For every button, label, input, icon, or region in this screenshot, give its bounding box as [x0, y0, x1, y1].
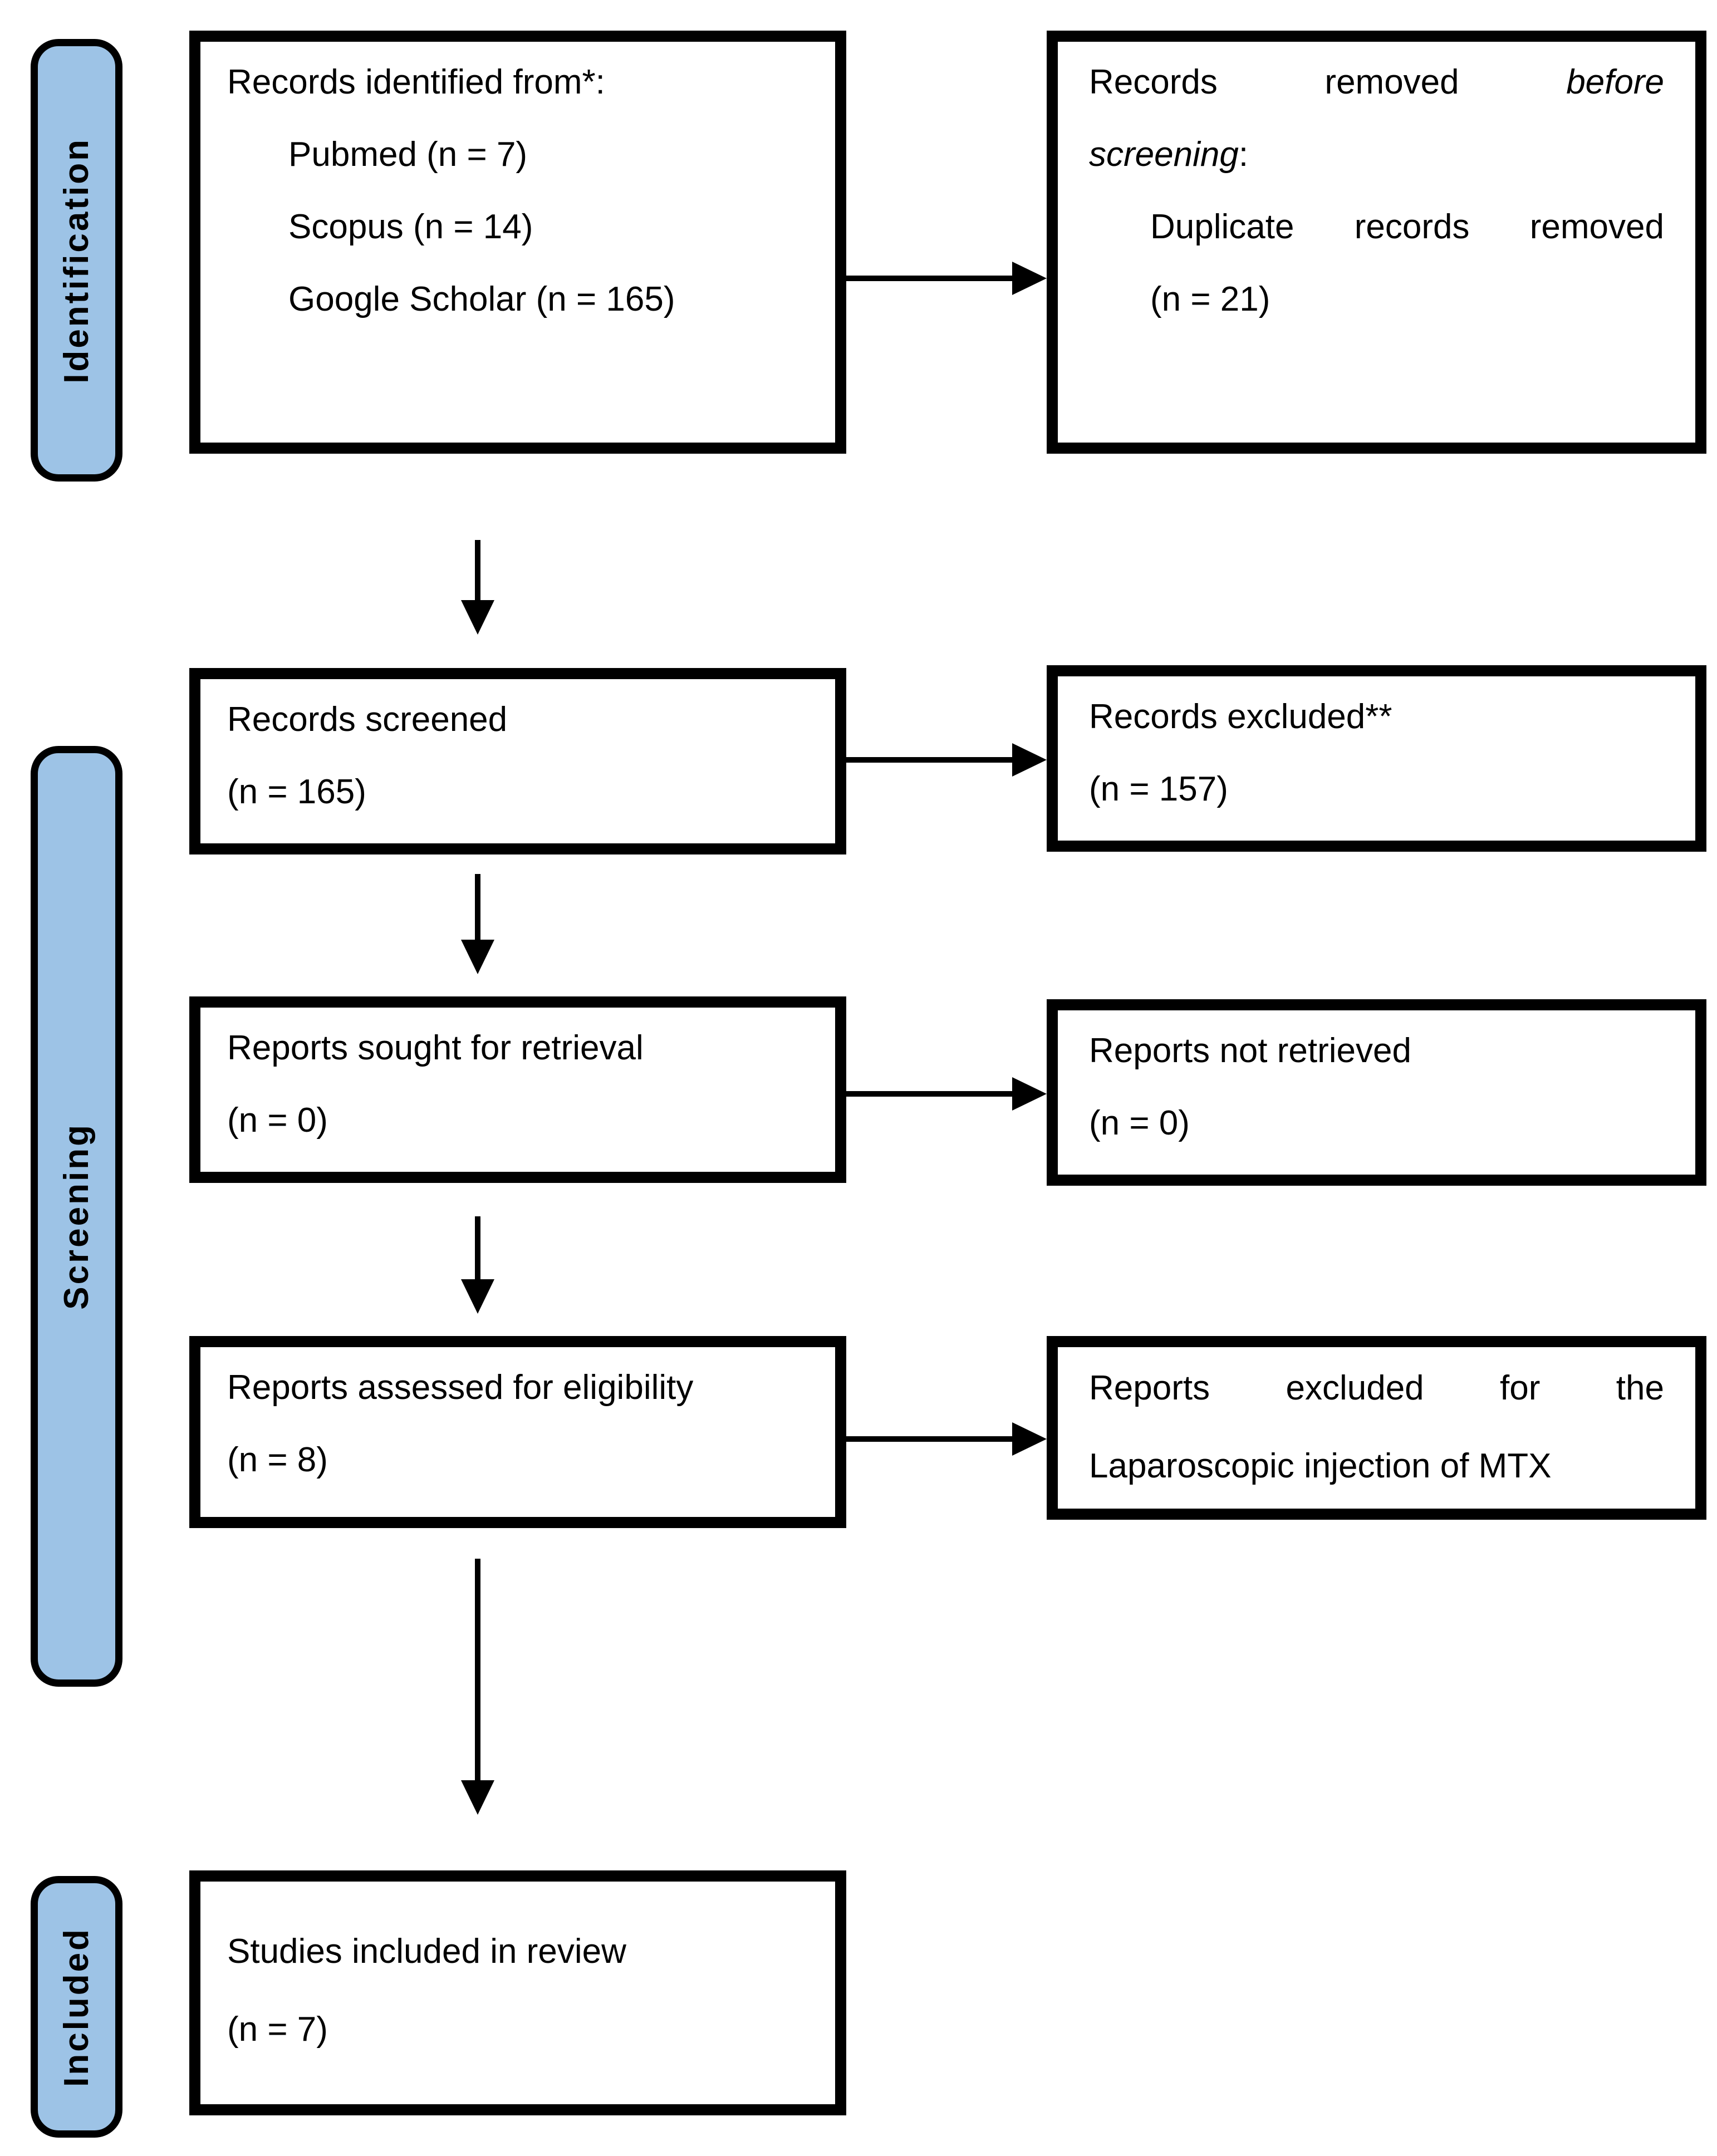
duplicate-word: records	[1354, 208, 1470, 246]
records-removed-line1: Records removed before	[1089, 46, 1664, 119]
duplicate-records-removed-line: Duplicate records removed	[1150, 191, 1664, 263]
stage-bar-included: Included	[31, 1876, 122, 2138]
records-identified-scopus: Scopus (n = 14)	[288, 208, 533, 246]
mtx-word: Reports	[1089, 1369, 1210, 1407]
arrow-sought-to-not-retrieved	[846, 1091, 1012, 1097]
box-records-excluded: Records excluded** (n = 157)	[1047, 665, 1706, 852]
duplicate-word: Duplicate	[1150, 208, 1294, 246]
arrow-screened-to-sought	[475, 874, 480, 940]
stage-label-identification: Identification	[57, 137, 96, 384]
arrow-identified-to-screened	[475, 540, 480, 600]
stage-label-screening: Screening	[57, 1123, 96, 1310]
records-removed-word: Records	[1089, 63, 1218, 101]
arrow-sought-to-assessed	[475, 1216, 480, 1279]
reports-excluded-mtx-line1: Reports excluded for the	[1089, 1349, 1664, 1427]
arrow-assessed-to-included	[475, 1559, 480, 1780]
box-reports-not-retrieved: Reports not retrieved (n = 0)	[1047, 999, 1706, 1186]
studies-included-label: Studies included in review	[227, 1932, 626, 1971]
records-removed-word: removed	[1324, 63, 1459, 101]
stage-label-included: Included	[57, 1927, 96, 2087]
records-screened-count: (n = 165)	[227, 773, 366, 811]
studies-included-count: (n = 7)	[227, 2010, 328, 2049]
box-studies-included: Studies included in review (n = 7)	[189, 1870, 846, 2115]
stage-bar-screening: Screening	[31, 746, 122, 1687]
stage-bar-identification: Identification	[31, 39, 122, 482]
box-records-screened: Records screened (n = 165)	[189, 668, 846, 854]
records-identified-title: Records identified from*:	[227, 63, 605, 101]
reports-not-retrieved-count: (n = 0)	[1089, 1104, 1190, 1142]
box-reports-excluded-mtx: Reports excluded for the Laparoscopic in…	[1047, 1336, 1706, 1520]
arrow-identified-to-removed	[846, 276, 1012, 281]
box-reports-sought: Reports sought for retrieval (n = 0)	[189, 996, 846, 1183]
reports-sought-label: Reports sought for retrieval	[227, 1029, 644, 1067]
duplicate-records-removed-count: (n = 21)	[1150, 280, 1270, 318]
reports-assessed-count: (n = 8)	[227, 1441, 328, 1479]
mtx-word: for	[1500, 1369, 1541, 1407]
records-identified-pubmed: Pubmed (n = 7)	[288, 135, 528, 174]
box-records-identified: Records identified from*: Pubmed (n = 7)…	[189, 31, 846, 454]
records-removed-colon: :	[1238, 135, 1249, 174]
records-removed-line2: screening:	[1089, 119, 1664, 191]
mtx-word: excluded	[1286, 1369, 1424, 1407]
records-removed-screening-italic: screening	[1089, 135, 1239, 174]
box-records-removed-before-screening: Records removed before screening: Duplic…	[1047, 31, 1706, 454]
records-identified-google-scholar: Google Scholar (n = 165)	[288, 280, 675, 318]
reports-sought-count: (n = 0)	[227, 1101, 328, 1140]
reports-assessed-label: Reports assessed for eligibility	[227, 1368, 694, 1407]
records-excluded-label: Records excluded**	[1089, 698, 1392, 736]
mtx-word: the	[1616, 1369, 1664, 1407]
reports-excluded-mtx-line2: Laparoscopic injection of MTX	[1089, 1447, 1552, 1485]
records-screened-label: Records screened	[227, 700, 508, 739]
arrow-screened-to-excluded	[846, 757, 1012, 763]
duplicate-word: removed	[1529, 208, 1664, 246]
records-excluded-count: (n = 157)	[1089, 770, 1228, 808]
arrow-assessed-to-excluded-mtx	[846, 1436, 1012, 1442]
box-reports-assessed: Reports assessed for eligibility (n = 8)	[189, 1336, 846, 1528]
records-removed-word-before-italic: before	[1566, 63, 1664, 101]
reports-not-retrieved-label: Reports not retrieved	[1089, 1032, 1411, 1070]
